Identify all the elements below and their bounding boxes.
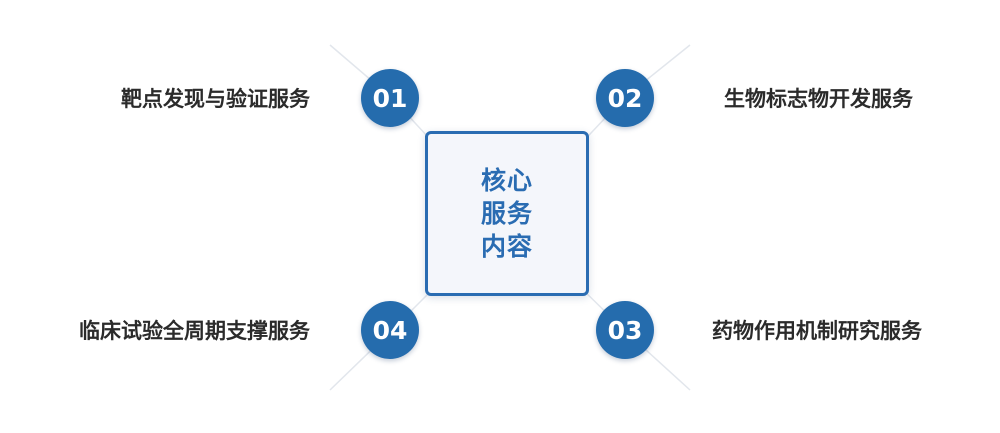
service-label-03: 药物作用机制研究服务 [712,319,922,343]
service-label-01: 靶点发现与验证服务 [121,87,310,111]
center-title-line-1: 核心 [480,166,533,195]
badge-03: 03 [596,301,654,359]
badge-02: 02 [596,69,654,127]
core-services-box: 核心 服务 内容 [425,131,589,296]
service-label-04: 临床试验全周期支撑服务 [79,319,310,343]
badge-04: 04 [361,301,419,359]
badge-01: 01 [361,69,419,127]
center-title-line-2: 服务 [480,199,533,228]
service-label-02: 生物标志物开发服务 [724,87,913,111]
center-title-line-3: 内容 [480,232,533,261]
